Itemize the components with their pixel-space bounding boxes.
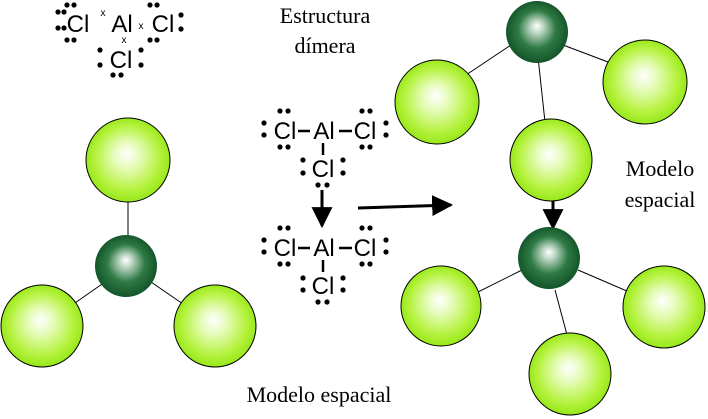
monomer-al: Al [111,11,132,38]
dimer-chlorine-atom-bottom-right [622,265,706,349]
dimer-bottom-left-cl: Cl [274,235,297,262]
dimer-bottom-al: Al [313,235,334,262]
monomer-chlorine-atom-right [173,284,257,368]
spatial-model-bottom-label: Modelo espacial [247,382,392,407]
monomer-chlorine-atom-top [85,117,171,203]
dimer-bottom-right-cl: Cl [354,235,377,262]
dimer-chlorine-atom-bridge [509,118,593,202]
dimer-bottom-lone-pairs [261,225,389,305]
dimer-label-line2: dímera [294,33,355,58]
to-spatial-model-arrow [357,195,454,217]
spatial-model-right-line1: Modelo [626,156,694,181]
monomer-x-mark-left: x [101,8,106,19]
monomer-x-mark-bottom: x [122,35,127,46]
monomer-lone-pairs [55,2,184,78]
dimer-top-left-cl: Cl [274,118,297,145]
dimer-top-lone-pairs [261,108,389,188]
monomer-chlorine-atom-left [0,284,84,368]
dimer-bond-top-left [465,44,512,76]
dimer-top-al: Al [313,118,334,145]
monomer-spatial-model [0,117,257,368]
dimer-label-line1: Estructura [280,3,371,28]
lewis-dimer-top: Cl Al Cl Cl [261,108,389,188]
dimer-chlorine-atom-bottom-left [400,265,482,347]
dimer-bottom-bottom-cl: Cl [312,273,335,300]
dimer-top-bottom-cl: Cl [312,156,335,183]
lewis-monomer: Cl Al Cl Cl x x x [55,2,184,78]
dimer-aluminum-atom-top [506,1,568,63]
spatial-model-right-line2: espacial [625,187,696,212]
dimer-chlorine-atom-bottom [528,332,612,416]
monomer-aluminum-atom [95,235,157,297]
monomer-bottom-cl: Cl [110,47,133,74]
dimer-chlorine-atom-top-left [394,59,480,145]
monomer-left-cl: Cl [67,11,90,38]
dimer-aluminum-atom-bottom [518,227,580,289]
dimer-structure-label: Estructura dímera [280,3,371,58]
monomer-right-cl: Cl [152,11,175,38]
dimer-bond-top-bridge [537,56,546,123]
dimer-top-right-cl: Cl [354,118,377,145]
lewis-dimer-bottom: Cl Al Cl Cl [261,225,389,305]
dimer-spatial-model [394,1,706,416]
monomer-x-mark-right: x [139,21,144,32]
dimer-chlorine-atom-top-right [602,39,688,125]
